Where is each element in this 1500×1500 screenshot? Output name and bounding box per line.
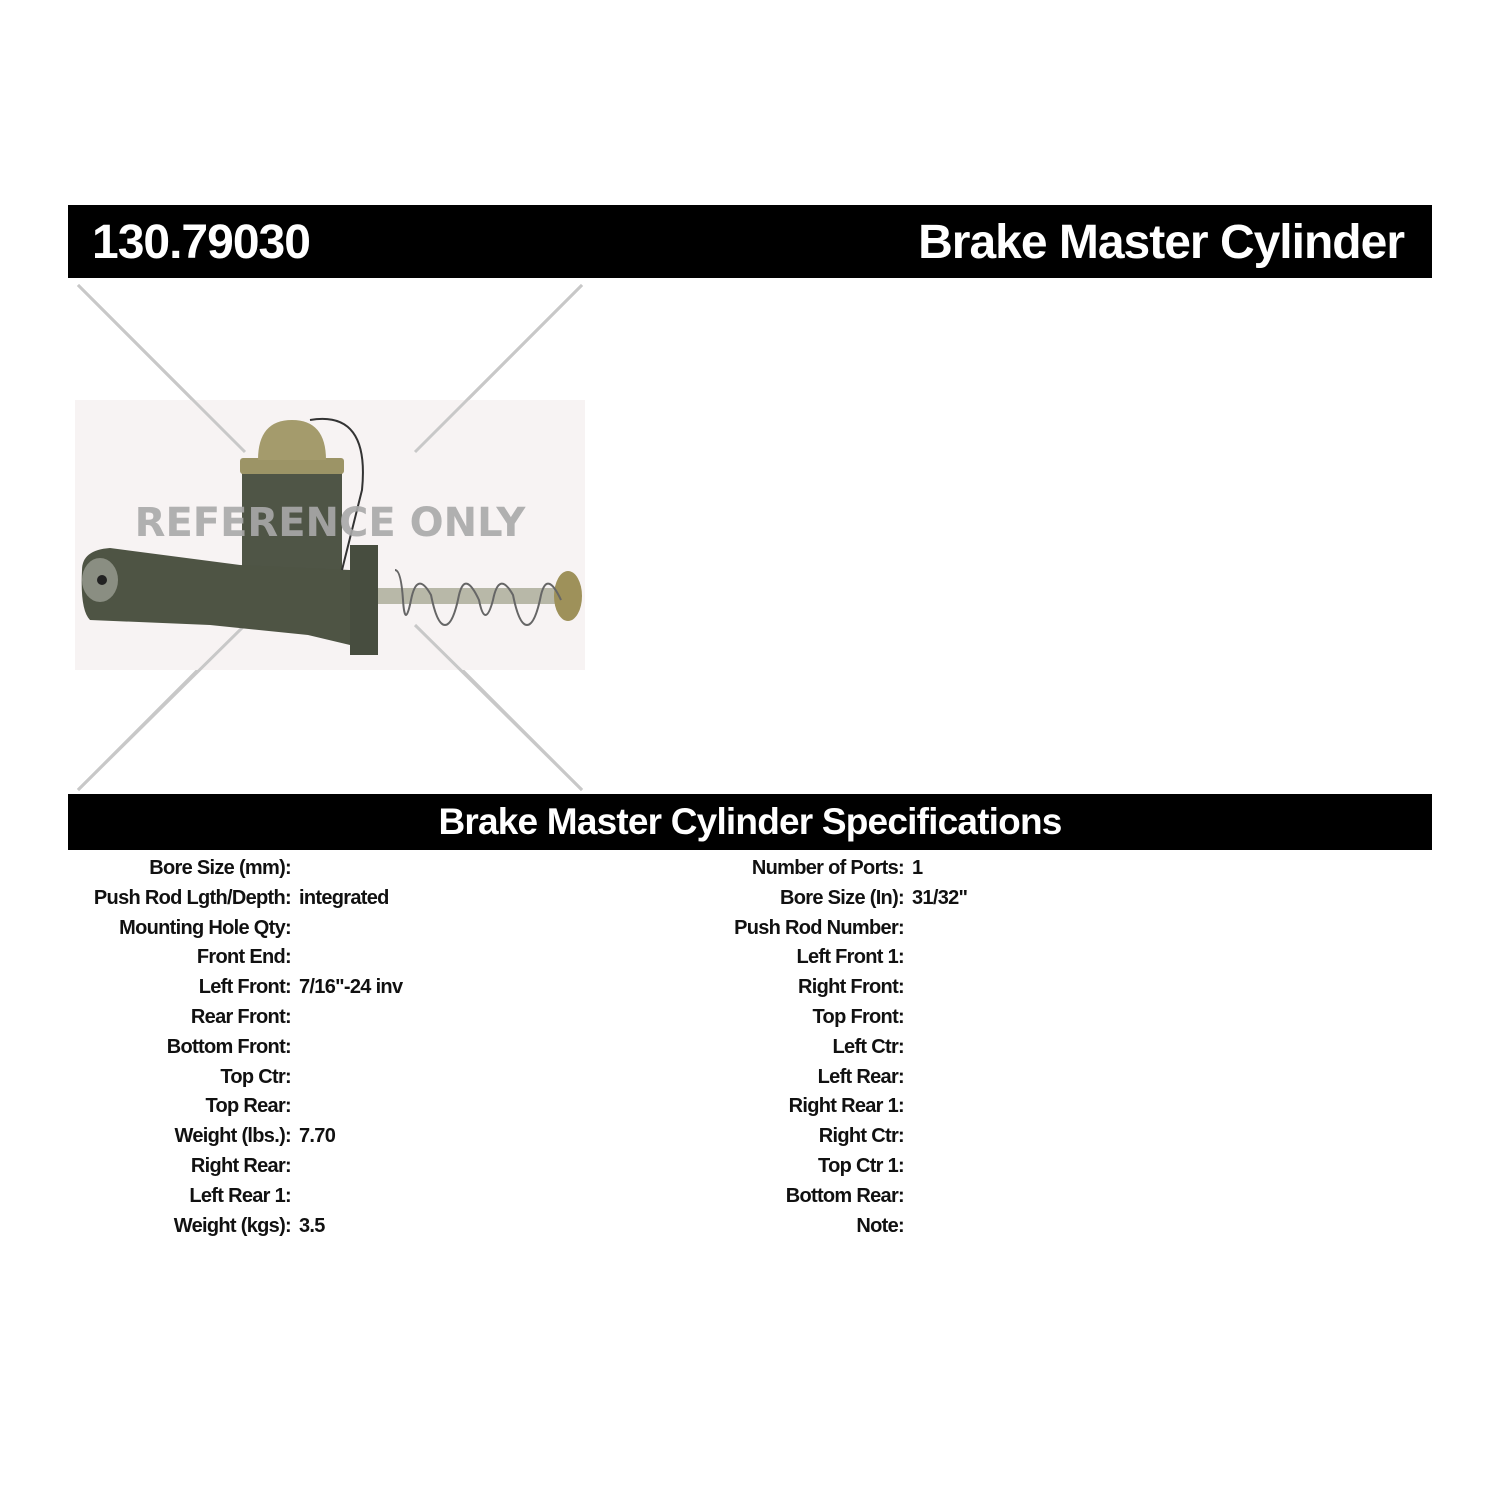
spec-label: Number of Ports:	[751, 857, 905, 879]
spec-label: Weight (lbs.):	[174, 1125, 292, 1148]
spec-label: Bore Size (mm):	[149, 857, 291, 879]
spec-row: Rear Front:	[0, 1003, 292, 1033]
spec-label: Weight (kgs):	[173, 1214, 292, 1237]
spec-label: Note:	[856, 1214, 904, 1237]
spec-label: Right Rear 1:	[788, 1095, 905, 1118]
spec-label: Push Rod Number:	[734, 916, 905, 939]
spec-label: Push Rod Lgth/Depth:	[93, 886, 292, 909]
spec-row: Right Ctr:	[0, 1122, 905, 1152]
spec-label: Bottom Rear:	[785, 1184, 905, 1207]
spec-label: Front End:	[196, 946, 292, 969]
specifications-title: Brake Master Cylinder Specifications	[438, 801, 1062, 842]
spec-label: Mounting Hole Qty:	[119, 916, 292, 939]
spec-row: Top Ctr 1:	[0, 1152, 905, 1182]
spec-row: Front End:	[0, 943, 292, 973]
watermark-text: REFERENCE ONLY	[135, 500, 527, 546]
spec-value: 1	[912, 857, 923, 879]
spec-label: Bottom Front:	[166, 1035, 292, 1058]
spec-label: Left Front 1:	[796, 946, 904, 969]
spec-row: Top Ctr:	[0, 1063, 291, 1093]
spec-row: Left Rear:	[0, 1063, 905, 1093]
spec-row: Push Rod Number:	[0, 914, 905, 944]
spec-value: 31/32"	[912, 886, 968, 909]
spec-label: Right Front:	[797, 976, 905, 999]
part-number: 130.79030	[92, 216, 311, 269]
spec-label: Top Rear:	[205, 1095, 291, 1118]
header-bar: 130.79030 Brake Master Cylinder	[68, 205, 1432, 278]
spec-label: Left Ctr:	[832, 1035, 905, 1058]
spec-row: Top Rear:	[0, 1092, 291, 1122]
product-title: Brake Master Cylinder	[918, 216, 1405, 269]
spec-value: integrated	[299, 886, 389, 909]
spec-row: Bore Size (mm):	[0, 854, 291, 884]
spec-label: Top Ctr 1:	[818, 1154, 905, 1177]
spec-row: Right Rear 1:	[0, 1092, 905, 1122]
spec-row: Bottom Front:	[0, 1033, 292, 1063]
spec-row: Weight (kgs): 3.5	[0, 1212, 326, 1242]
spec-row: Left Front: 7/16"-24 inv	[0, 973, 403, 1003]
product-image: REFERENCE ONLY	[70, 280, 590, 800]
spec-label: Top Ctr:	[220, 1065, 291, 1088]
spec-row: Right Rear:	[0, 1152, 292, 1182]
specs-left-column: Bore Size (mm): Push Rod Lgth/Depth: integ…	[0, 854, 403, 1242]
spec-row: Left Rear 1:	[0, 1182, 291, 1212]
spec-row: Bottom Rear:	[0, 1182, 905, 1212]
spec-value: 7.70	[299, 1125, 336, 1148]
spec-row: Top Front:	[0, 1003, 905, 1033]
spec-label: Bore Size (In):	[780, 886, 905, 909]
spec-label: Left Rear:	[817, 1065, 905, 1088]
spec-label: Rear Front:	[190, 1005, 292, 1028]
spec-value: 7/16"-24 inv	[299, 976, 403, 999]
spec-row: Bore Size (In): 31/32"	[0, 884, 968, 914]
spec-label: Left Rear 1:	[189, 1184, 291, 1207]
spec-row: Number of Ports: 1	[0, 854, 923, 884]
spec-row: Note:	[0, 1212, 904, 1242]
spec-row: Right Front:	[0, 973, 905, 1003]
spec-row: Left Ctr:	[0, 1033, 905, 1063]
spec-row: Push Rod Lgth/Depth: integrated	[0, 884, 389, 914]
specifications-bar: Brake Master Cylinder Specifications	[68, 794, 1432, 850]
spec-row: Left Front 1:	[0, 943, 904, 973]
spec-row: Weight (lbs.): 7.70	[0, 1122, 336, 1152]
spec-label: Top Front:	[812, 1005, 905, 1028]
spec-row: Mounting Hole Qty:	[0, 914, 292, 944]
spec-label: Right Ctr:	[818, 1125, 905, 1148]
spec-label: Left Front:	[198, 976, 292, 999]
spec-value: 3.5	[299, 1214, 325, 1237]
spec-label: Right Rear:	[190, 1154, 292, 1177]
